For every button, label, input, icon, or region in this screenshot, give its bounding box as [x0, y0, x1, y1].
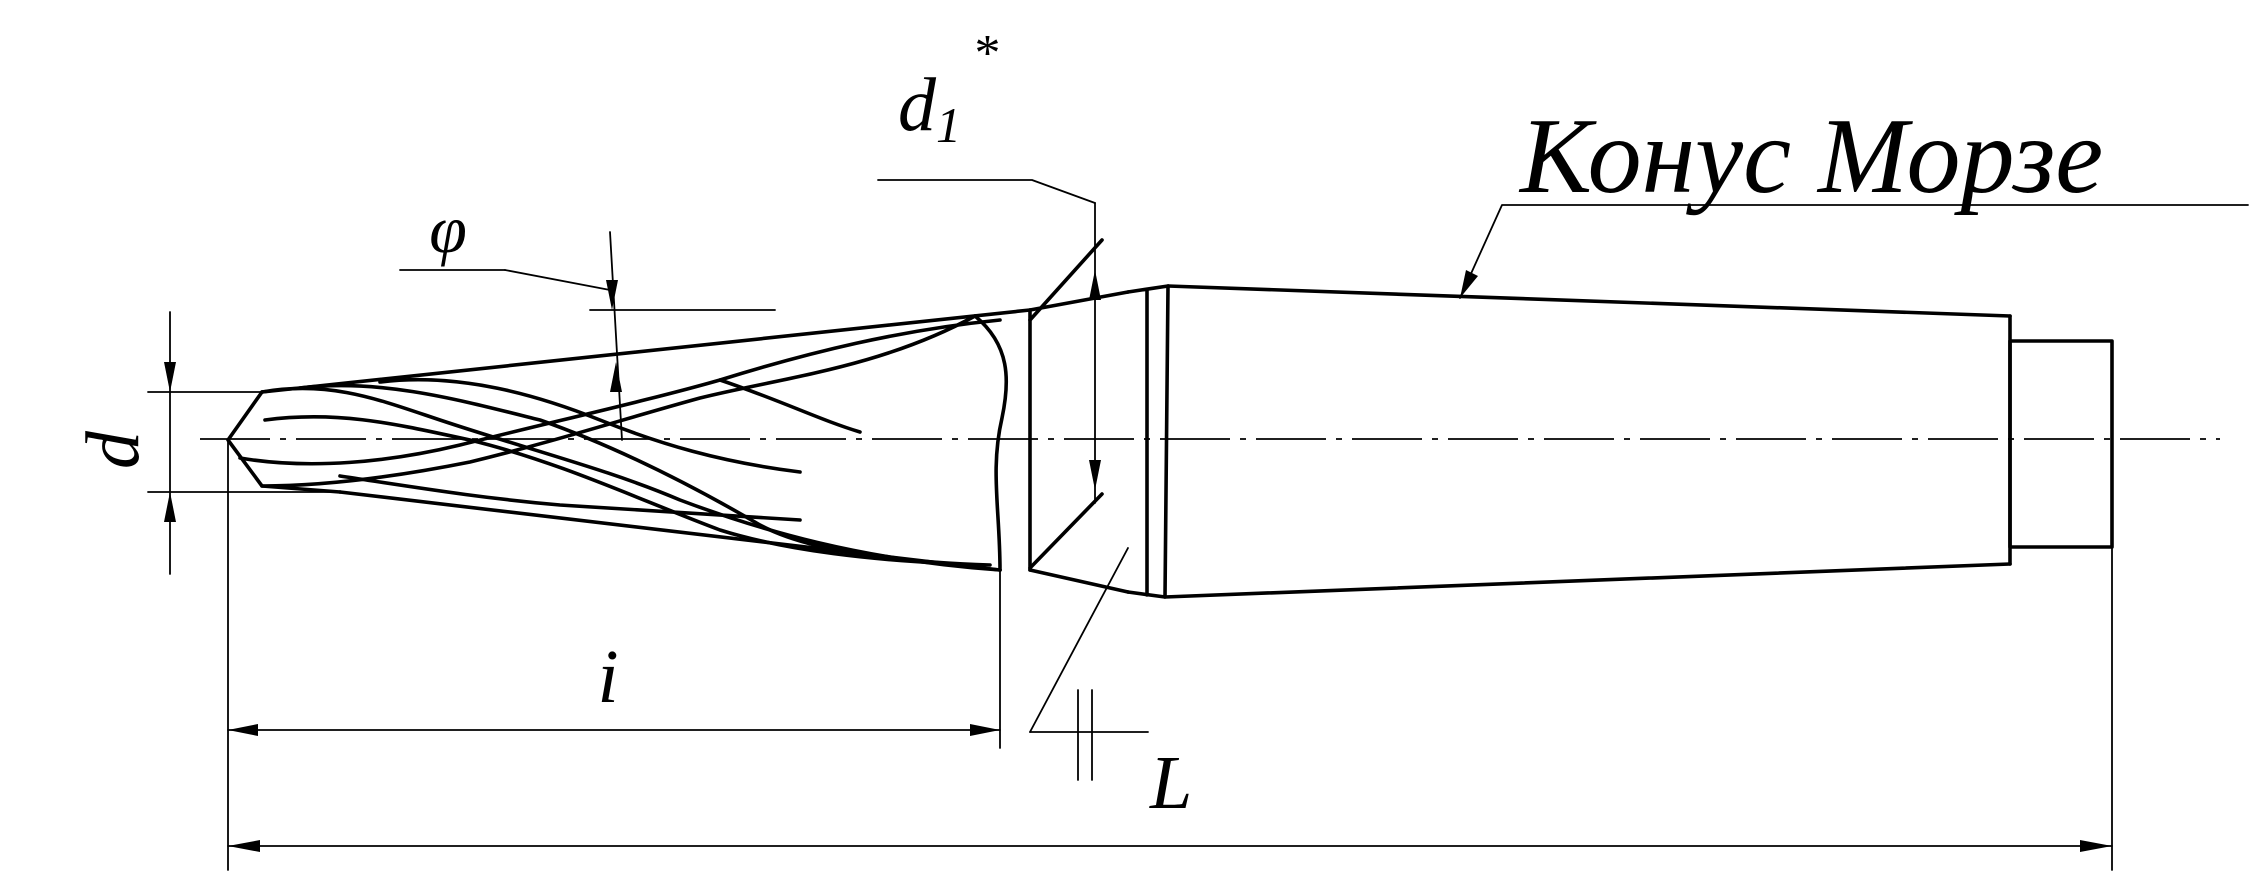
label-L: L: [1149, 741, 1192, 825]
fluted-working-part: [226, 308, 1032, 572]
label-d1-star: *: [972, 25, 998, 82]
drill-neck: [1028, 238, 1130, 594]
dimension-phi: [399, 231, 776, 441]
morse-taper-shank: [1126, 284, 2114, 599]
parallelism-leader: [1029, 547, 1149, 781]
label-d: d: [71, 430, 155, 469]
morse-cone-leader: [1459, 204, 2249, 299]
dimension-d1: [877, 179, 1101, 504]
dimension-L: [227, 546, 2113, 871]
label-d1: d1: [898, 63, 961, 153]
label-morse-cone: Конус Морзе: [1518, 97, 2103, 216]
label-phi: φ: [429, 191, 467, 267]
dimension-i: [227, 439, 1001, 871]
dimension-d: [147, 311, 341, 575]
label-i: i: [597, 635, 618, 719]
